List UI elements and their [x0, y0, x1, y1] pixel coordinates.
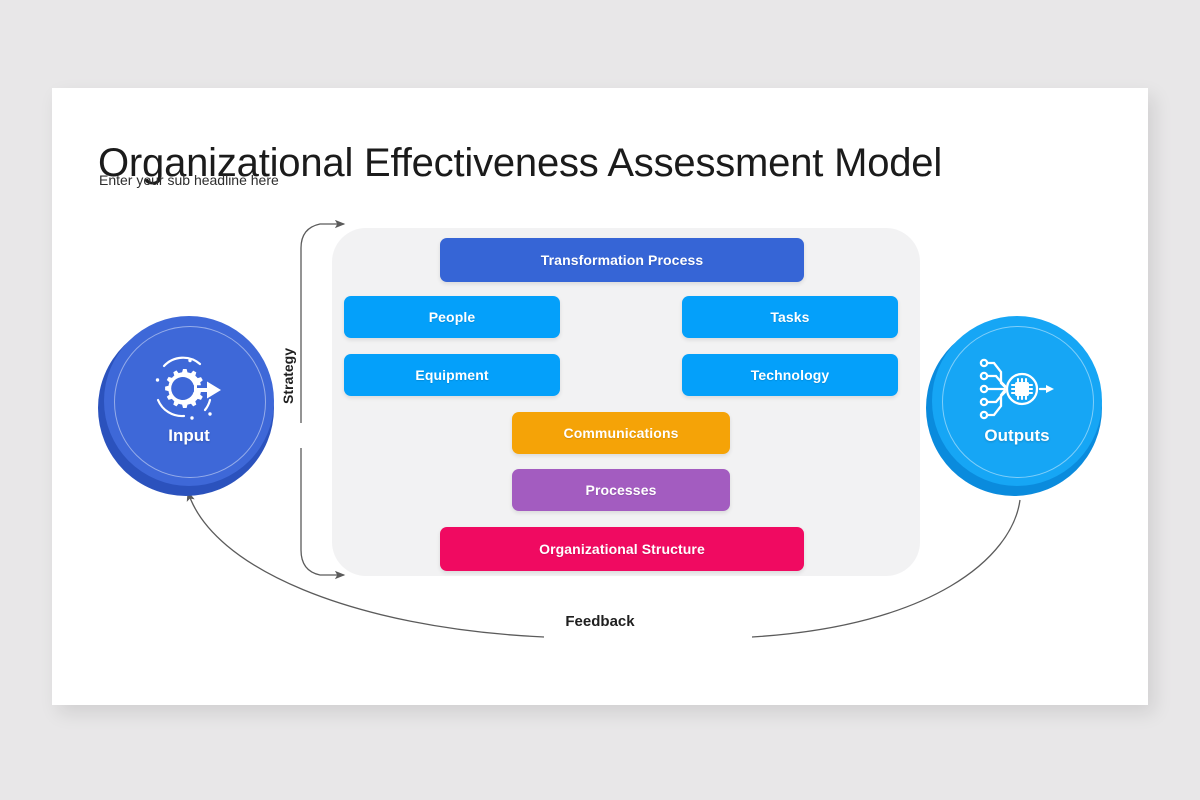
- box-communications[interactable]: Communications: [512, 412, 730, 454]
- network-chip-icon: [978, 356, 1056, 422]
- page-subtitle: Enter your sub headline here: [99, 172, 279, 188]
- box-equipment[interactable]: Equipment: [344, 354, 560, 396]
- box-people[interactable]: People: [344, 296, 560, 338]
- output-node-label: Outputs: [984, 426, 1050, 445]
- gear-arrow-icon: [150, 356, 228, 422]
- slide-card: Organizational Effectiveness Assessment …: [52, 88, 1148, 705]
- box-technology[interactable]: Technology: [682, 354, 898, 396]
- input-node-label: Input: [168, 426, 210, 445]
- strategy-label: Strategy: [280, 347, 296, 404]
- feedback-label: Feedback: [565, 613, 635, 630]
- transformation-panel: [332, 228, 920, 576]
- box-transformation-process[interactable]: Transformation Process: [440, 238, 804, 282]
- box-processes[interactable]: Processes: [512, 469, 730, 511]
- page-title: Organizational Effectiveness Assessment …: [98, 140, 943, 185]
- input-node[interactable]: Input: [98, 316, 274, 496]
- input-node-body[interactable]: Input: [104, 316, 274, 486]
- box-organizational-structure[interactable]: Organizational Structure: [440, 527, 804, 571]
- output-node[interactable]: Outputs: [926, 316, 1102, 496]
- box-tasks[interactable]: Tasks: [682, 296, 898, 338]
- output-node-body[interactable]: Outputs: [932, 316, 1102, 486]
- diagram-stage: Strategy Transformation Process People T…: [52, 88, 1148, 705]
